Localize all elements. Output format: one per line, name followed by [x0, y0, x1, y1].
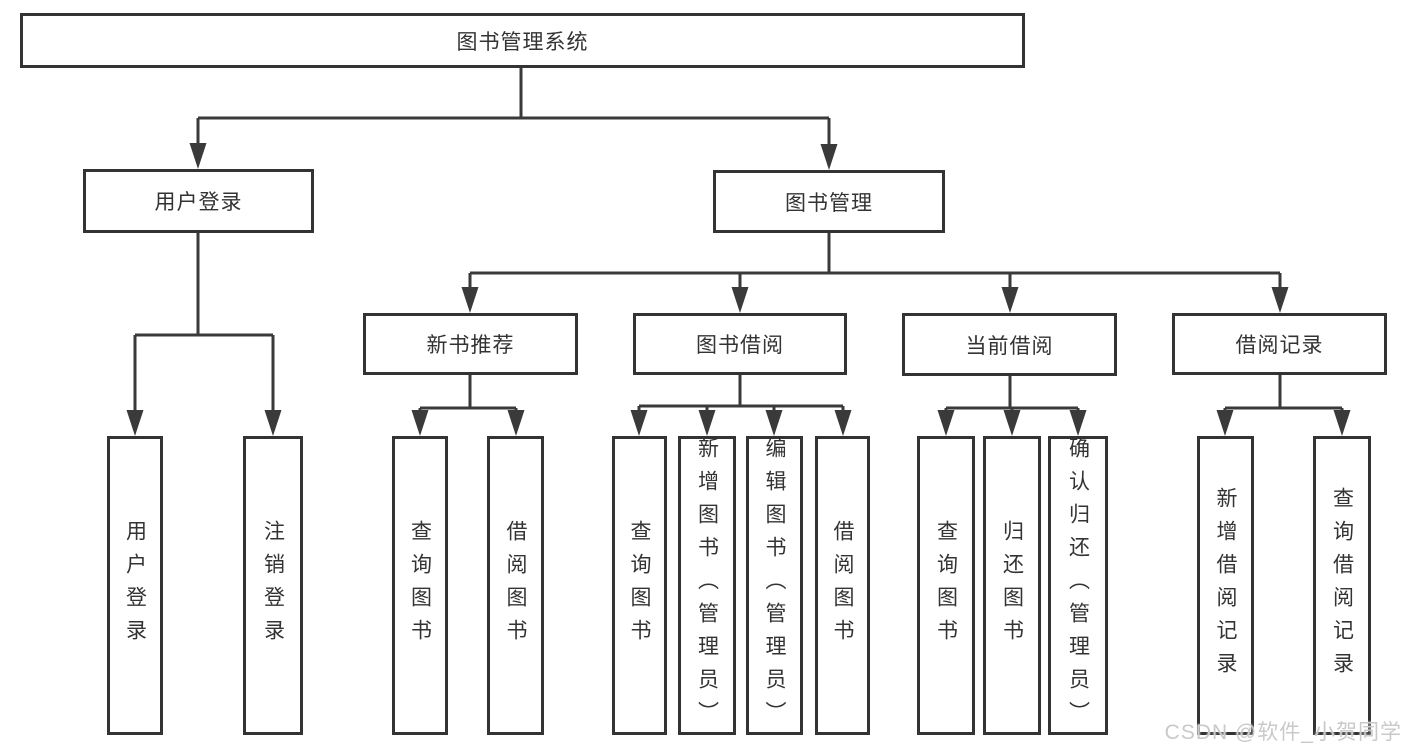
node-book-borrow: 图书借阅 — [633, 313, 847, 375]
leaf-label: 确认归还（管理员） — [1066, 437, 1090, 734]
leaf-label: 查询借阅记录 — [1330, 486, 1354, 685]
leaf-user-login: 用户登录 — [107, 436, 163, 735]
node-user-login: 用户登录 — [83, 169, 314, 233]
leaf-logout: 注销登录 — [243, 436, 303, 735]
leaf-label: 新增图书（管理员） — [695, 437, 719, 734]
leaf-query-books-current: 查询图书 — [917, 436, 975, 735]
csdn-watermark: CSDN @软件_小贺同学 — [1164, 721, 1402, 744]
leaf-label: 编辑图书（管理员） — [763, 437, 786, 734]
leaf-query-books-recommend: 查询图书 — [392, 436, 448, 735]
leaf-label: 用户登录 — [123, 519, 147, 652]
leaf-query-books-borrow: 查询图书 — [612, 436, 667, 735]
leaf-label: 借阅图书 — [831, 519, 854, 652]
leaf-edit-books-admin: 编辑图书（管理员） — [746, 436, 803, 735]
node-current-borrow: 当前借阅 — [902, 313, 1117, 376]
leaf-label: 归还图书 — [1000, 519, 1024, 652]
leaf-return-books: 归还图书 — [983, 436, 1041, 735]
node-borrow-records: 借阅记录 — [1172, 313, 1387, 375]
leaf-label: 查询图书 — [628, 519, 651, 652]
leaf-label: 查询图书 — [408, 519, 432, 652]
leaf-borrow-books: 借阅图书 — [815, 436, 870, 735]
node-root: 图书管理系统 — [20, 13, 1025, 68]
leaf-label: 借阅图书 — [504, 519, 527, 652]
leaf-add-books-admin: 新增图书（管理员） — [678, 436, 736, 735]
leaf-confirm-return-admin: 确认归还（管理员） — [1048, 436, 1108, 735]
leaf-label: 注销登录 — [261, 519, 285, 652]
leaf-label: 新增借阅记录 — [1214, 486, 1237, 685]
leaf-borrow-books-recommend: 借阅图书 — [487, 436, 544, 735]
node-book-management: 图书管理 — [713, 170, 945, 233]
leaf-query-borrow-record: 查询借阅记录 — [1313, 436, 1371, 735]
leaf-add-borrow-record: 新增借阅记录 — [1197, 436, 1254, 735]
leaf-label: 查询图书 — [934, 519, 958, 652]
node-new-book-recommend: 新书推荐 — [363, 313, 578, 375]
arrowhead-icons — [126, 143, 1351, 436]
